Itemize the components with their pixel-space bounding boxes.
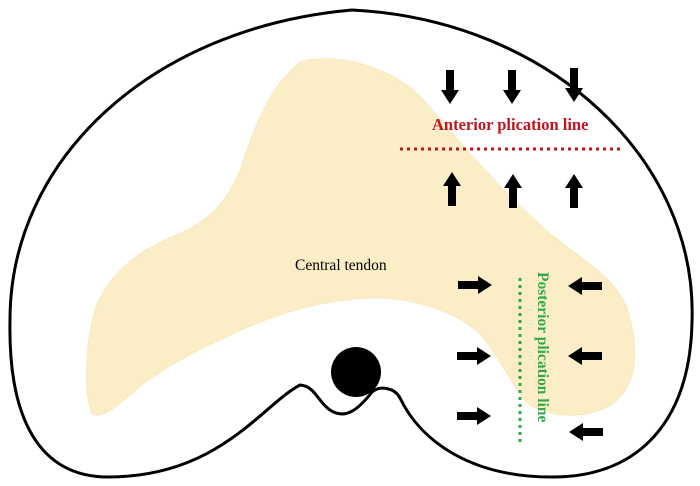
- up-arrow-icon: [565, 174, 583, 208]
- right-arrow-icon: [457, 347, 491, 365]
- down-arrow-icon: [565, 68, 583, 102]
- left-arrow-icon: [568, 277, 602, 295]
- right-arrow-icon: [457, 407, 491, 425]
- posterior-plication-label: Posterior plication line: [534, 272, 551, 423]
- arrow-group: [441, 68, 603, 441]
- right-arrow-icon: [458, 276, 492, 294]
- left-arrow-icon: [568, 347, 602, 365]
- down-arrow-icon: [441, 70, 459, 104]
- diaphragm-outline: [8, 8, 694, 479]
- anterior-plication-label: Anterior plication line: [432, 115, 588, 134]
- central-tendon-region: [85, 58, 636, 416]
- up-arrow-icon: [504, 174, 522, 208]
- up-arrow-icon: [443, 172, 461, 206]
- left-arrow-icon: [569, 423, 603, 441]
- central-tendon-label: Central tendon: [295, 257, 387, 274]
- down-arrow-icon: [503, 70, 521, 104]
- esophagus-dot: [331, 347, 381, 397]
